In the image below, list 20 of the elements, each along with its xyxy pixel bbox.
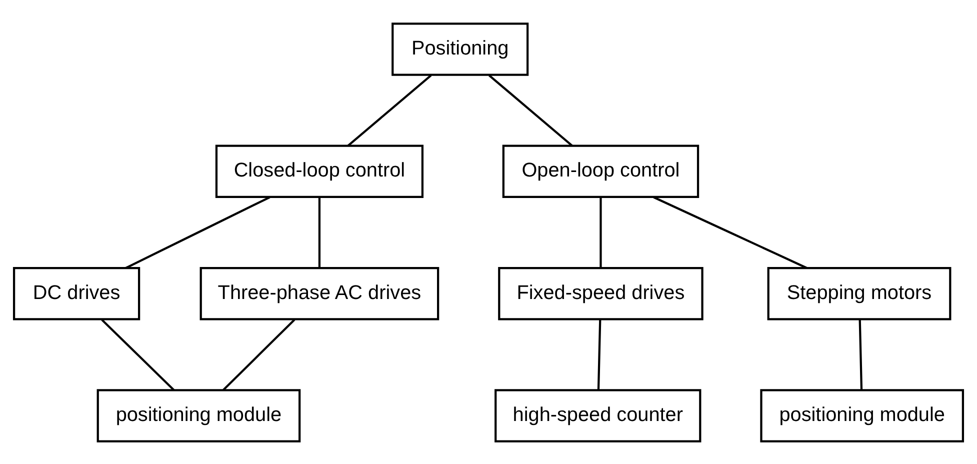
node-box: Open-loop control [502,144,700,198]
connector [125,196,270,268]
node-box: Three-phase AC drives [200,266,440,320]
node-box: positioning module [96,388,301,442]
connector [597,319,602,390]
node-box: DC drives [12,266,140,320]
connector [347,74,432,146]
node-box: Stepping motors [767,266,952,320]
connector [858,319,863,390]
connector [101,318,175,390]
connector [600,197,602,268]
connector [488,74,573,146]
connector [318,197,321,268]
connector [222,318,296,390]
node-box: Fixed-speed drives [498,266,704,320]
connector [653,196,808,268]
node-box: positioning module [760,388,964,442]
node-box: Closed-loop control [215,144,424,198]
node-box: Positioning [392,22,529,76]
node-box: high-speed counter [494,388,702,442]
